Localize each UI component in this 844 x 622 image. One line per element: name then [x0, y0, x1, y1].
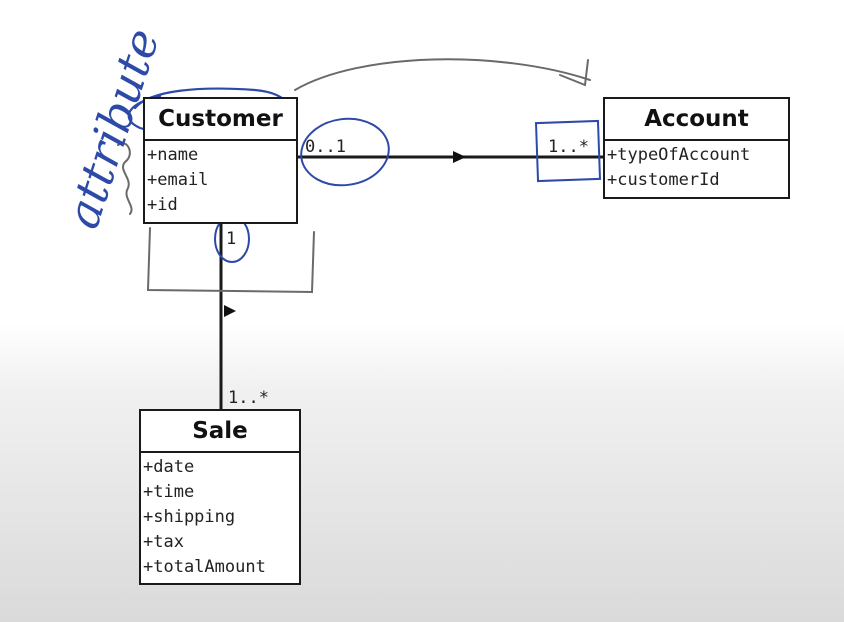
class-title: Sale	[141, 411, 299, 453]
hand-squiggle-left	[117, 142, 133, 215]
hand-box-multiplicity-1-many	[534, 119, 602, 183]
attribute: +shipping	[143, 507, 236, 527]
attribute: +date	[143, 457, 195, 477]
hand-circle-multiplicity-0-1	[300, 117, 390, 187]
attribute: +totalAmount	[143, 557, 266, 577]
attribute: +tax	[143, 532, 184, 552]
attribute: +typeOfAccount	[607, 145, 751, 165]
attribute: +customerId	[607, 170, 720, 190]
direction-arrow-customer-sale	[224, 305, 236, 317]
multiplicity-customer-account-near: 0..1	[305, 137, 346, 157]
class-title: Account	[605, 99, 788, 141]
class-attributes: +date +time +shipping +tax +totalAmount	[141, 453, 299, 580]
hand-arrow-head	[559, 59, 589, 87]
attribute: +time	[143, 482, 195, 502]
class-customer: Customer +name +email +id	[143, 97, 298, 224]
attribute: +name	[147, 145, 199, 165]
class-attributes: +name +email +id	[145, 141, 296, 218]
class-account: Account +typeOfAccount +customerId	[603, 97, 790, 199]
multiplicity-customer-sale-near: 1	[226, 229, 237, 249]
attribute: +email	[147, 170, 209, 190]
class-attributes: +typeOfAccount +customerId	[605, 141, 788, 193]
multiplicity-customer-account-far: 1..*	[548, 137, 589, 157]
multiplicity-customer-sale-far: 1..*	[228, 388, 269, 408]
hand-bracket-customer-attributes	[146, 227, 315, 294]
attribute: +id	[147, 195, 178, 215]
class-title: Customer	[145, 99, 296, 141]
class-sale: Sale +date +time +shipping +tax +totalAm…	[139, 409, 301, 585]
hand-arrow-curve	[294, 58, 591, 91]
direction-arrow-customer-account	[453, 151, 466, 163]
